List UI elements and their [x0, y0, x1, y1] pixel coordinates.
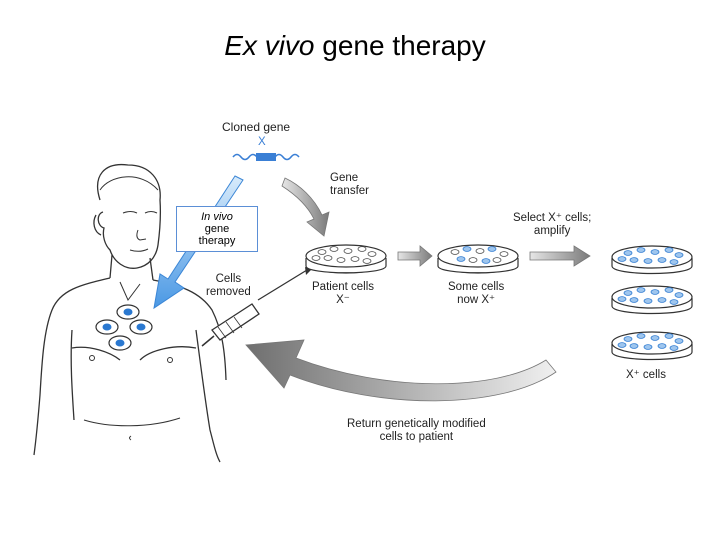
cells-removed-label: Cells removed	[206, 273, 251, 298]
return-arrow	[245, 339, 557, 402]
petri-dish-some-cells	[437, 244, 519, 274]
return-cells-label: Return genetically modified cells to pat…	[347, 418, 486, 443]
chest-cells	[95, 304, 153, 351]
arrow-to-dish2	[397, 245, 433, 267]
patient-figure	[33, 163, 227, 463]
some-cells-label: Some cells now X⁺	[448, 281, 505, 306]
patient-cells-label: Patient cells X⁻	[312, 281, 375, 306]
title-rest: gene therapy	[314, 30, 486, 61]
select-cells-label: Select X⁺ cells; amplify	[513, 212, 592, 237]
title-italic: Ex vivo	[224, 30, 315, 61]
in-vivo-rest: gene therapy	[198, 223, 236, 247]
x-plus-dish-3	[611, 331, 693, 361]
in-vivo-callout: In vivo gene therapy	[176, 206, 258, 252]
cloned-gene-label: Cloned gene	[222, 120, 291, 134]
petri-dishes-x-plus	[611, 245, 693, 361]
slide-title: Ex vivo gene therapy	[0, 30, 710, 62]
arrow-to-selected	[529, 245, 591, 267]
x-plus-dish-2	[611, 285, 693, 315]
syringe	[201, 267, 312, 347]
petri-dish-patient	[305, 244, 387, 274]
x-plus-dish-1	[611, 245, 693, 275]
gene-x-label: X	[258, 136, 266, 148]
in-vivo-italic: In vivo	[201, 211, 233, 223]
gene-transfer-arrow	[281, 177, 330, 237]
cloned-gene	[232, 153, 300, 161]
gene-transfer-label: Gene transfer	[330, 172, 369, 197]
x-plus-cells-label: X⁺ cells	[626, 369, 666, 381]
